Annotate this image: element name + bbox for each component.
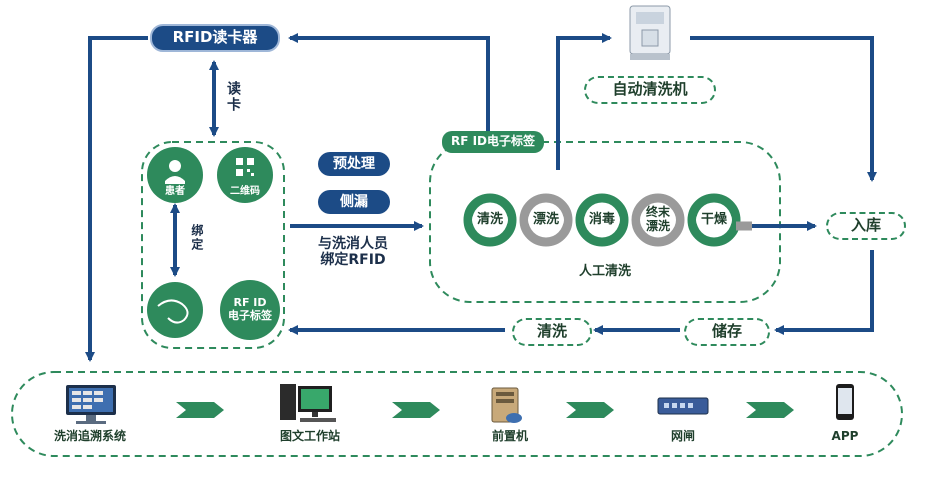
washer-machine-icon — [629, 5, 671, 60]
gateway-icon — [657, 397, 709, 415]
arrow-tag-to-reader — [288, 33, 490, 138]
chevron-right-icon — [566, 402, 614, 418]
patient-body-icon — [165, 176, 185, 184]
step-final-rinse: 终末 漂洗 — [640, 204, 676, 236]
qr-code-icon — [236, 158, 254, 176]
qr-code-label: 二维码 — [230, 186, 260, 198]
monitor-icon — [66, 385, 116, 424]
left-panel-icons — [147, 147, 280, 340]
chevron-right-icon — [176, 402, 224, 418]
endoscope-icon — [157, 299, 189, 324]
rfid-reader-label: RFID读卡器 — [150, 24, 280, 52]
qr-circle — [217, 147, 273, 203]
rf-tag-label: RF ID 电子标签 — [228, 296, 272, 322]
patient-circle — [147, 147, 203, 203]
patient-head-icon — [169, 160, 181, 172]
step-wash: 清洗 — [472, 206, 508, 234]
step-dry: 干燥 — [696, 206, 732, 234]
store-label: 储存 — [684, 318, 770, 346]
endoscope-circle — [147, 282, 203, 338]
left-panel-frame — [141, 141, 285, 349]
rf-tag-badge: RF ID电子标签 — [442, 131, 544, 153]
auto-washer-label: 自动清洗机 — [584, 76, 716, 104]
manual-panel-frame — [429, 141, 781, 303]
arrow-reader-to-system — [85, 36, 148, 362]
server-icon — [491, 387, 522, 423]
arrow-manual-to-machine — [556, 33, 612, 170]
phone-icon — [836, 384, 854, 420]
arrow-machine-to-instore — [690, 36, 877, 182]
system-label-workstation: 图文工作站 — [279, 429, 340, 444]
chevron-right-icon — [392, 402, 440, 418]
leak-test-pill: 侧漏 — [318, 190, 390, 214]
pretreatment-pill: 预处理 — [318, 152, 390, 176]
flow-arrows — [85, 33, 877, 362]
bind-label: 绑定 — [189, 224, 204, 252]
system-label-trace: 洗消追溯系统 — [53, 429, 126, 444]
step-disinfect: 消毒 — [584, 206, 620, 234]
patient-label: 患者 — [165, 186, 185, 198]
system-label-app: APP — [831, 429, 859, 444]
manual-wash-caption: 人工清洗 — [578, 263, 631, 279]
in-store-label: 入库 — [826, 212, 906, 240]
system-chevrons — [176, 402, 794, 418]
read-card-label: 读卡 — [225, 81, 242, 113]
bind-staff-text: 与洗消人员 绑定RFID — [318, 235, 388, 268]
workstation-icon — [280, 384, 336, 422]
wash-label: 清洗 — [512, 318, 592, 346]
chevron-right-icon — [746, 402, 794, 418]
rf-tag-circle — [220, 280, 280, 340]
system-label-gateway: 网闸 — [670, 429, 695, 444]
step-rinse: 漂洗 — [528, 206, 564, 234]
system-label-frontend: 前置机 — [491, 429, 528, 444]
system-row-frame — [11, 371, 903, 457]
arrow-instore-to-store — [774, 250, 874, 335]
